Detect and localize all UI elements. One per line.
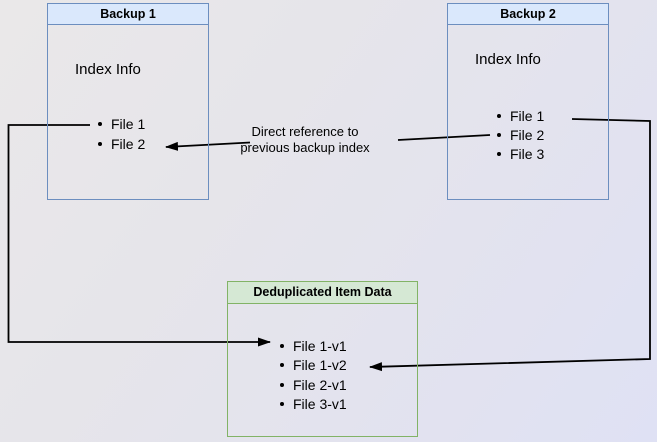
file-label: File 1 — [111, 116, 146, 132]
bullet-icon — [280, 363, 284, 368]
dedup-store-box: Deduplicated Item Data — [227, 281, 418, 437]
bullet-icon — [497, 113, 501, 118]
list-item: File 3 — [497, 144, 544, 163]
backup1-file-list: File 1 File 2 — [98, 114, 145, 154]
bullet-icon — [280, 382, 284, 387]
edge-label-direct-reference: Direct reference to previous backup inde… — [224, 124, 386, 156]
list-item: File 2 — [98, 134, 145, 154]
backup2-index-info-label: Index Info — [475, 51, 541, 68]
list-item: File 3-v1 — [280, 395, 347, 415]
file-label: File 2 — [510, 126, 545, 143]
list-item: File 1-v1 — [280, 336, 347, 356]
bullet-icon — [497, 151, 501, 156]
edge-label-line1: Direct reference to — [251, 124, 359, 139]
file-label: File 3 — [510, 145, 545, 162]
file-label: File 1-v1 — [293, 337, 347, 354]
backup2-file-list: File 1 File 2 File 3 — [497, 106, 544, 163]
dedup-store-header: Deduplicated Item Data — [228, 282, 417, 304]
file-label: File 2 — [111, 136, 146, 152]
backup1-header: Backup 1 — [48, 4, 208, 25]
file-label: File 1-v2 — [293, 357, 347, 374]
list-item: File 2-v1 — [280, 375, 347, 395]
dedup-file-list: File 1-v1 File 1-v2 File 2-v1 File 3-v1 — [280, 336, 347, 414]
backup1-index-info-label: Index Info — [75, 61, 141, 78]
backup1-box: Backup 1 — [47, 3, 209, 200]
bullet-icon — [497, 132, 501, 137]
file-label: File 3-v1 — [293, 396, 347, 413]
list-item: File 1 — [98, 114, 145, 134]
file-label: File 1 — [510, 107, 545, 124]
bullet-icon — [98, 142, 102, 146]
list-item: File 1 — [497, 106, 544, 125]
bullet-icon — [280, 343, 284, 348]
bullet-icon — [98, 122, 102, 126]
backup2-box: Backup 2 — [447, 3, 609, 200]
edge-label-line2: previous backup index — [240, 140, 370, 155]
list-item: File 1-v2 — [280, 356, 347, 376]
file-label: File 2-v1 — [293, 376, 347, 393]
backup2-header: Backup 2 — [448, 4, 608, 25]
bullet-icon — [280, 402, 284, 407]
list-item: File 2 — [497, 125, 544, 144]
